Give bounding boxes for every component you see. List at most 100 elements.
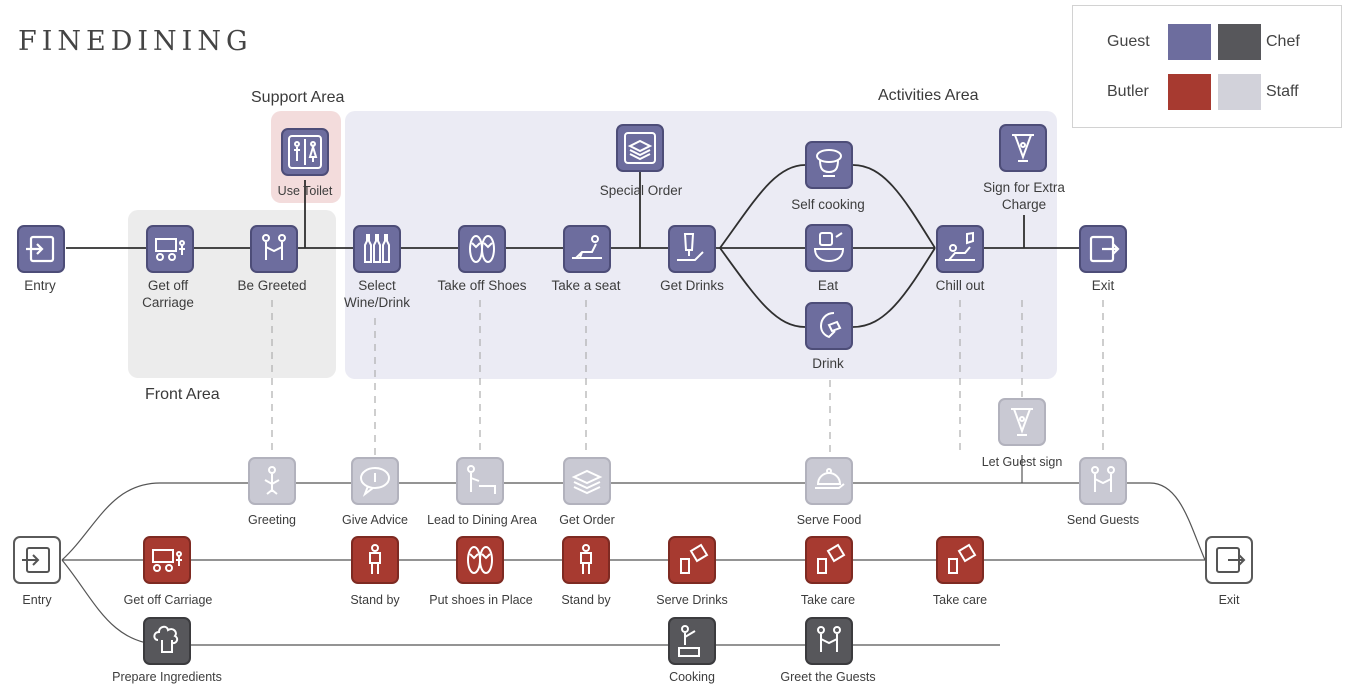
greeting-person-icon [264, 466, 280, 495]
serve-food-label: Serve Food [796, 513, 862, 527]
entry-butler-node [13, 536, 61, 584]
take-a-seat-label: Take a seat [551, 278, 621, 293]
sign-extra-node [999, 124, 1047, 172]
activities-area-label: Activities Area [878, 87, 979, 104]
take-off-shoes-node [458, 225, 506, 273]
legend-guest-label: Guest [1107, 33, 1150, 50]
send-guests-label: Send Guests [1066, 513, 1140, 527]
eat-node [805, 224, 853, 272]
entry-icon [26, 235, 55, 263]
special-order-label: Special Order [599, 183, 683, 198]
serve-drinks-node [668, 536, 716, 584]
relaxing-music-icon [945, 231, 975, 261]
speech-bubble-icon [360, 467, 390, 497]
take-care-2-node [936, 536, 984, 584]
prepare-ingredients-node [143, 617, 191, 665]
legend-butler-swatch [1168, 74, 1211, 110]
lead-to-dining-node [456, 457, 504, 505]
chef-handshake-icon [817, 626, 841, 652]
let-guest-sign-node [998, 398, 1046, 446]
wine-bottles-icon [364, 234, 390, 263]
put-shoes-node [456, 536, 504, 584]
toilet-icon [288, 135, 322, 169]
stand-by-1-label: Stand by [350, 593, 400, 607]
get-off-carriage-butler-node [143, 536, 191, 584]
sign-extra-label: Sign for Extra Charge [983, 180, 1065, 212]
get-order-label: Get Order [559, 513, 615, 527]
exit-butler-node [1205, 536, 1253, 584]
cooking-node [668, 617, 716, 665]
entry-butler-label: Entry [22, 593, 52, 607]
take-care-1-label: Take care [800, 593, 856, 607]
legend-guest-swatch [1168, 24, 1211, 60]
standing-person-2-icon [580, 544, 592, 574]
exit-guest-node [1079, 225, 1127, 273]
greet-the-guests-label: Greet the Guests [780, 670, 876, 684]
cloche-icon [815, 468, 845, 489]
pouring-icon [680, 543, 709, 574]
legend-chef-label: Chef [1266, 33, 1300, 50]
entry-guest-node [17, 225, 65, 273]
order-layers-icon [571, 469, 603, 495]
legend-staff-label: Staff [1266, 83, 1299, 100]
serve-drinks-label: Serve Drinks [656, 593, 728, 607]
eat-label: Eat [817, 278, 839, 293]
stand-by-2-label: Stand by [561, 593, 611, 607]
drinking-person-icon [819, 312, 842, 339]
get-off-carriage-guest-label: Get off Carriage [142, 278, 194, 310]
exit-outline-icon [1216, 547, 1246, 573]
stand-by-1-node [351, 536, 399, 584]
greeting-node [248, 457, 296, 505]
take-care-2-label: Take care [932, 593, 988, 607]
broccoli-icon [153, 625, 179, 653]
shoes-icon [467, 546, 493, 574]
greeting-label: Greeting [248, 513, 296, 527]
food-bowl-icon [813, 232, 845, 263]
entry-guest-label: Entry [24, 278, 56, 293]
legend-staff-swatch [1218, 74, 1261, 110]
handshake-icon [262, 234, 286, 260]
get-drinks-node [668, 225, 716, 273]
exit-butler-label: Exit [1218, 593, 1240, 607]
support-area-label: Support Area [251, 89, 345, 106]
give-advice-node [351, 457, 399, 505]
pouring-2-icon [817, 543, 846, 574]
self-cooking-label: Self cooking [791, 197, 865, 212]
get-order-node [563, 457, 611, 505]
put-shoes-label: Put shoes in Place [429, 593, 533, 607]
serve-food-node [805, 457, 853, 505]
self-cooking-node [805, 141, 853, 189]
special-order-node [616, 124, 664, 172]
take-care-1-node [805, 536, 853, 584]
send-handshake-icon [1091, 466, 1115, 492]
exit-icon [1089, 235, 1120, 263]
chill-out-node [936, 225, 984, 273]
carriage-icon [155, 238, 185, 261]
use-toilet-label: Use Toilet [277, 184, 333, 198]
chef-hat-icon [816, 149, 842, 177]
layers-icon [624, 132, 656, 164]
flip-flops-icon [469, 235, 495, 263]
front-area-label: Front Area [145, 386, 220, 403]
select-wine-label: Select Wine/Drink [343, 278, 410, 310]
entry-outline-icon [22, 547, 50, 573]
greet-the-guests-node [805, 617, 853, 665]
legend-chef-swatch [1218, 24, 1261, 60]
use-toilet-node [281, 128, 329, 176]
sign-pen-icon [1011, 408, 1033, 436]
be-greeted-node [250, 225, 298, 273]
select-wine-node [353, 225, 401, 273]
cooking-label: Cooking [669, 670, 715, 684]
page-title: FINEDINING [18, 26, 253, 57]
be-greeted-label: Be Greeted [237, 278, 307, 293]
prepare-ingredients-label: Prepare Ingredients [112, 670, 222, 684]
get-off-carriage-butler-label: Get off Carriage [123, 593, 213, 607]
pouring-3-icon [948, 543, 977, 574]
take-a-seat-node [563, 225, 611, 273]
chill-out-label: Chill out [935, 278, 985, 293]
take-off-shoes-label: Take off Shoes [437, 278, 527, 293]
get-drinks-label: Get Drinks [660, 278, 724, 293]
stand-by-2-node [562, 536, 610, 584]
seated-person-icon [572, 235, 602, 259]
cocktail-icon [677, 233, 704, 261]
